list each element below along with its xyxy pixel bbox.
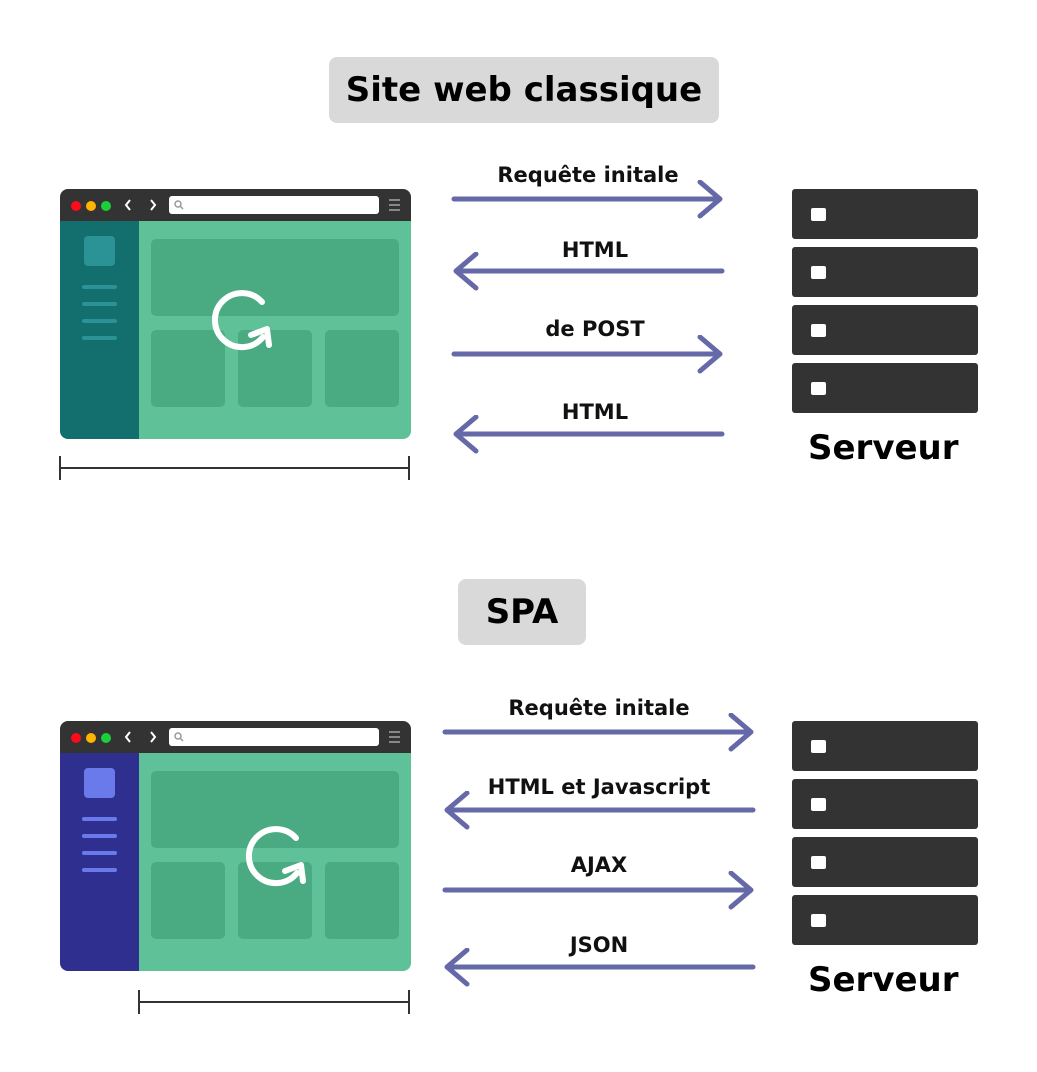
server-unit bbox=[792, 247, 978, 297]
menu-icon bbox=[389, 731, 400, 743]
section-title-text: SPA bbox=[485, 592, 559, 632]
section-title-text: Site web classique bbox=[345, 70, 703, 110]
close-dot-icon bbox=[71, 733, 81, 743]
forward-chevron-icon bbox=[150, 731, 157, 743]
server-led-icon bbox=[811, 856, 826, 869]
reload-width-ruler-spa bbox=[138, 990, 410, 1014]
sidebar-line bbox=[82, 285, 117, 289]
sidebar-line bbox=[82, 834, 117, 838]
back-chevron-icon bbox=[124, 199, 131, 211]
section-title-classic: Site web classique bbox=[329, 57, 719, 123]
sidebar-line bbox=[82, 851, 117, 855]
arrow-label: JSON bbox=[569, 933, 629, 957]
address-bar bbox=[169, 728, 379, 746]
server-led-icon bbox=[811, 382, 826, 395]
server-unit bbox=[792, 305, 978, 355]
arrow-label: AJAX bbox=[570, 853, 628, 877]
minimize-dot-icon bbox=[86, 733, 96, 743]
arrow-label: de POST bbox=[545, 317, 645, 341]
content-banner bbox=[151, 771, 399, 848]
server-led-icon bbox=[811, 740, 826, 753]
reload-icon bbox=[245, 826, 306, 887]
back-chevron-icon bbox=[124, 731, 131, 743]
content-card bbox=[325, 862, 399, 939]
sidebar-logo bbox=[84, 236, 115, 266]
arrow-right-icon bbox=[451, 180, 723, 219]
sidebar-line bbox=[82, 868, 117, 872]
arrow-right-icon bbox=[451, 335, 723, 374]
arrow-right-icon bbox=[442, 713, 754, 752]
search-icon bbox=[174, 200, 184, 210]
content-card bbox=[151, 330, 225, 407]
server-led-icon bbox=[811, 798, 826, 811]
sidebar-line bbox=[82, 319, 117, 323]
sidebar bbox=[60, 753, 139, 971]
server-unit bbox=[792, 721, 978, 771]
server-unit bbox=[792, 895, 978, 945]
arrow-left-icon bbox=[453, 252, 725, 291]
server-led-icon bbox=[811, 324, 826, 337]
arrow-label: Requête initale bbox=[497, 163, 679, 187]
maximize-dot-icon bbox=[101, 201, 111, 211]
server-unit bbox=[792, 779, 978, 829]
server-label: Serveur bbox=[808, 428, 959, 468]
arrow-left-icon bbox=[444, 948, 756, 987]
server-label: Serveur bbox=[808, 960, 959, 1000]
reload-width-ruler-classic bbox=[59, 456, 410, 480]
content-area bbox=[139, 221, 411, 439]
browser-window-classic bbox=[60, 189, 411, 439]
server-led-icon bbox=[811, 208, 826, 221]
arrow-label: HTML bbox=[561, 400, 629, 424]
forward-chevron-icon bbox=[150, 199, 157, 211]
close-dot-icon bbox=[71, 201, 81, 211]
section-title-spa: SPA bbox=[458, 579, 586, 645]
content-card bbox=[151, 862, 225, 939]
arrow-left-icon bbox=[453, 415, 725, 454]
arrow-label: HTML bbox=[561, 238, 629, 262]
menu-icon bbox=[389, 199, 400, 211]
arrow-left-icon bbox=[444, 791, 756, 830]
server-unit bbox=[792, 189, 978, 239]
arrow-label: Requête initale bbox=[508, 696, 690, 720]
content-area bbox=[139, 753, 411, 971]
sidebar bbox=[60, 221, 139, 439]
sidebar-line bbox=[82, 302, 117, 306]
address-bar bbox=[169, 196, 379, 214]
browser-toolbar bbox=[60, 189, 411, 221]
server-led-icon bbox=[811, 266, 826, 279]
server-led-icon bbox=[811, 914, 826, 927]
arrow-right-icon bbox=[442, 871, 754, 910]
server-unit bbox=[792, 363, 978, 413]
search-icon bbox=[174, 732, 184, 742]
maximize-dot-icon bbox=[101, 733, 111, 743]
content-banner bbox=[151, 239, 399, 316]
sidebar-logo bbox=[84, 768, 115, 798]
minimize-dot-icon bbox=[86, 201, 96, 211]
browser-toolbar bbox=[60, 721, 411, 753]
server-unit bbox=[792, 837, 978, 887]
sidebar-line bbox=[82, 817, 117, 821]
browser-window-spa bbox=[60, 721, 411, 971]
sidebar-line bbox=[82, 336, 117, 340]
arrow-label: HTML et Javascript bbox=[487, 775, 711, 799]
content-card bbox=[325, 330, 399, 407]
reload-icon bbox=[211, 290, 272, 351]
